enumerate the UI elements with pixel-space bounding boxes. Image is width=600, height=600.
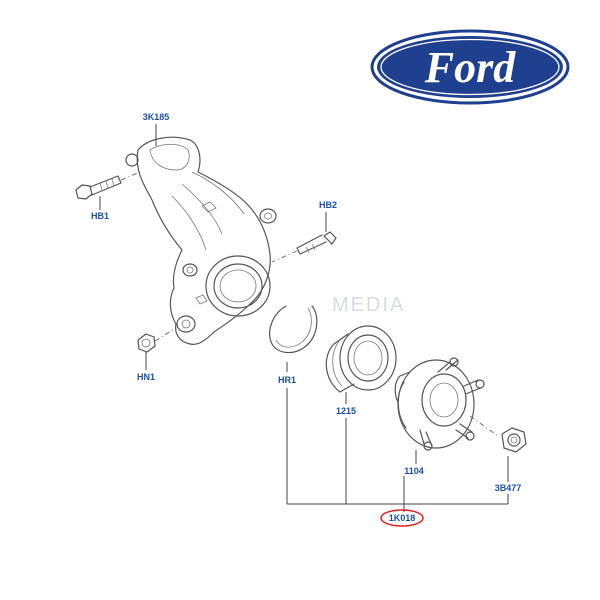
retaining-ring-hr1 (269, 305, 318, 354)
ford-logo-text: Ford (424, 43, 516, 92)
wheel-hub-1104 (394, 357, 499, 451)
label-1215: 1215 (336, 406, 356, 416)
nut-hn1 (137, 327, 177, 353)
watermark: MEDIA (332, 294, 405, 316)
wheel-bearing-1215 (325, 325, 397, 393)
label-hr1: HR1 (278, 375, 296, 385)
steering-knuckle (125, 136, 277, 345)
ford-logo: Ford (370, 29, 570, 105)
label-1k018: 1K018 (389, 513, 416, 523)
wheel-studs (419, 357, 485, 451)
part-labels: 3K185 HB1 HB2 HN1 HR1 1215 1104 3B477 1K… (91, 112, 522, 527)
label-hb2: HB2 (319, 200, 337, 210)
bolt-hb2 (271, 231, 337, 263)
label-hn1: HN1 (137, 372, 155, 382)
hub-nut-3b477 (501, 427, 527, 453)
label-1104: 1104 (404, 466, 424, 476)
label-3k185: 3K185 (143, 112, 170, 122)
kit-highlight-circle (380, 509, 424, 527)
label-hb1: HB1 (91, 211, 109, 221)
leader-lines (99, 124, 509, 512)
label-3b477: 3B477 (495, 483, 522, 493)
bolt-hb1 (75, 171, 141, 200)
